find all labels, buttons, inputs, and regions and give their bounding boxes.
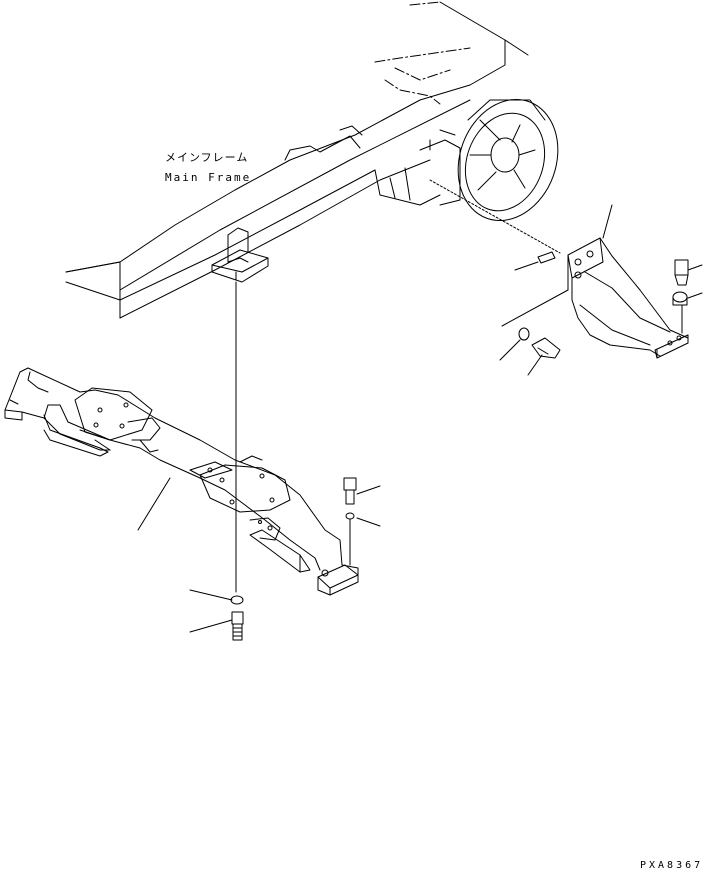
main-frame-label-en: Main Frame: [165, 171, 252, 184]
sub-frame: [5, 282, 380, 640]
drawing-code: PXA8367: [640, 860, 704, 871]
main-frame: [66, 2, 574, 318]
main-frame-label-jp: メインフレーム: [165, 151, 249, 164]
right-bracket: [430, 180, 702, 375]
